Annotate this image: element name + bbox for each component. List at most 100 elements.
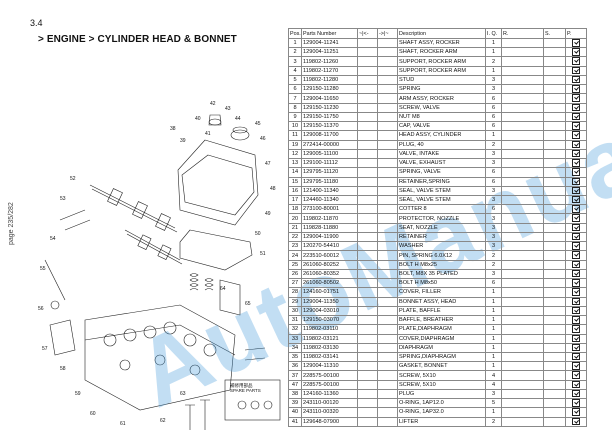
row-part-number: 129150-11370 <box>301 121 358 132</box>
row-pos: 5 <box>288 74 302 86</box>
row-p[interactable] <box>565 259 587 270</box>
select-checkbox[interactable] <box>572 279 580 287</box>
select-checkbox[interactable] <box>572 233 580 241</box>
row-p[interactable] <box>565 398 587 409</box>
select-checkbox[interactable] <box>572 381 580 389</box>
select-checkbox[interactable] <box>572 270 580 278</box>
row-p[interactable] <box>565 231 587 243</box>
select-checkbox[interactable] <box>572 76 580 84</box>
row-pos: 35 <box>288 351 302 363</box>
select-checkbox[interactable] <box>572 122 580 130</box>
row-p[interactable] <box>565 268 587 280</box>
row-p[interactable] <box>565 287 587 298</box>
row-p[interactable] <box>565 65 587 76</box>
select-checkbox[interactable] <box>572 390 580 398</box>
row-p[interactable] <box>565 222 587 233</box>
row-pos: 19 <box>288 139 302 150</box>
row-p[interactable] <box>565 139 587 150</box>
row-p[interactable] <box>565 241 587 252</box>
select-checkbox[interactable] <box>572 251 580 259</box>
row-p[interactable] <box>565 361 587 372</box>
row-p[interactable] <box>565 167 587 178</box>
row-p[interactable] <box>565 407 587 418</box>
callout-number: 44 <box>235 116 241 122</box>
select-checkbox[interactable] <box>572 205 580 213</box>
row-to <box>377 296 398 307</box>
row-p[interactable] <box>565 351 587 363</box>
row-p[interactable] <box>565 333 587 344</box>
row-p[interactable] <box>565 194 587 206</box>
select-checkbox[interactable] <box>572 104 580 112</box>
header-part-number: Parts Number <box>301 28 358 39</box>
select-checkbox[interactable] <box>572 371 580 379</box>
select-checkbox[interactable] <box>572 418 580 426</box>
select-checkbox[interactable] <box>572 214 580 222</box>
select-checkbox[interactable] <box>572 48 580 56</box>
row-part-number: 129004-11350 <box>301 296 358 307</box>
row-p[interactable] <box>565 56 587 67</box>
row-p[interactable] <box>565 388 587 400</box>
row-p[interactable] <box>565 102 587 113</box>
select-checkbox[interactable] <box>572 141 580 149</box>
select-checkbox[interactable] <box>572 113 580 121</box>
select-checkbox[interactable] <box>572 399 580 407</box>
row-p[interactable] <box>565 416 587 427</box>
row-p[interactable] <box>565 305 587 317</box>
row-p[interactable] <box>565 176 587 187</box>
row-to <box>377 278 398 289</box>
select-checkbox[interactable] <box>572 159 580 167</box>
row-p[interactable] <box>565 158 587 169</box>
row-p[interactable] <box>565 296 587 307</box>
select-checkbox[interactable] <box>572 344 580 352</box>
select-checkbox[interactable] <box>572 57 580 65</box>
select-checkbox[interactable] <box>572 196 580 204</box>
row-p[interactable] <box>565 324 587 335</box>
select-checkbox[interactable] <box>572 85 580 93</box>
select-checkbox[interactable] <box>572 298 580 306</box>
row-p[interactable] <box>565 213 587 224</box>
row-s <box>543 379 566 390</box>
select-checkbox[interactable] <box>572 131 580 139</box>
select-checkbox[interactable] <box>572 316 580 324</box>
row-p[interactable] <box>565 370 587 381</box>
select-checkbox[interactable] <box>572 353 580 361</box>
row-p[interactable] <box>565 74 587 86</box>
row-p[interactable] <box>565 148 587 160</box>
row-p[interactable] <box>565 342 587 353</box>
row-p[interactable] <box>565 204 587 215</box>
callout-number: 63 <box>180 391 186 397</box>
select-checkbox[interactable] <box>572 408 580 416</box>
row-p[interactable] <box>565 93 587 104</box>
select-checkbox[interactable] <box>572 94 580 102</box>
row-p[interactable] <box>565 37 587 49</box>
row-p[interactable] <box>565 47 587 58</box>
select-checkbox[interactable] <box>572 39 580 47</box>
row-p[interactable] <box>565 130 587 141</box>
select-checkbox[interactable] <box>572 335 580 342</box>
row-description: STUD <box>397 74 486 86</box>
select-checkbox[interactable] <box>572 288 580 296</box>
select-checkbox[interactable] <box>572 307 580 315</box>
row-from <box>357 56 378 67</box>
row-p[interactable] <box>565 379 587 390</box>
row-p[interactable] <box>565 250 587 261</box>
select-checkbox[interactable] <box>572 168 580 176</box>
row-p[interactable] <box>565 315 587 326</box>
select-checkbox[interactable] <box>572 261 580 269</box>
row-s <box>543 222 566 233</box>
select-checkbox[interactable] <box>572 178 580 186</box>
select-checkbox[interactable] <box>572 150 580 158</box>
select-checkbox[interactable] <box>572 67 580 75</box>
row-p[interactable] <box>565 84 587 95</box>
row-p[interactable] <box>565 278 587 289</box>
select-checkbox[interactable] <box>572 325 580 333</box>
row-p[interactable] <box>565 185 587 196</box>
select-checkbox[interactable] <box>572 224 580 232</box>
row-p[interactable] <box>565 111 587 123</box>
select-checkbox[interactable] <box>572 362 580 370</box>
select-checkbox[interactable] <box>572 187 580 195</box>
row-p[interactable] <box>565 121 587 132</box>
select-checkbox[interactable] <box>572 242 580 250</box>
